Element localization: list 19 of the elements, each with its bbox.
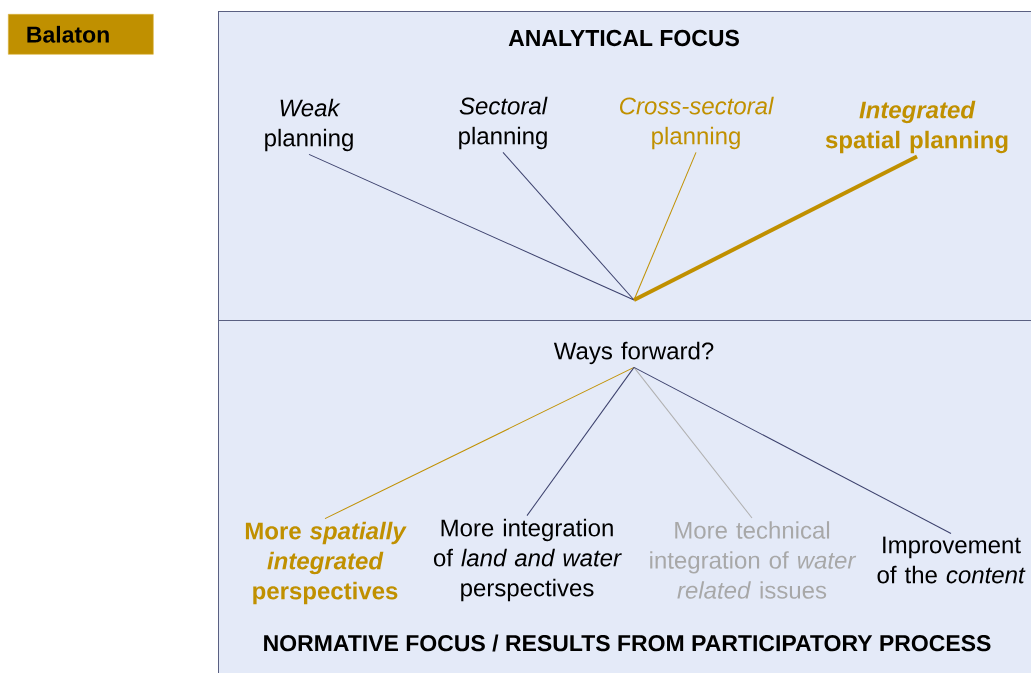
connector-line [633, 154, 918, 302]
option-label: More technical integration of water related issues [650, 521, 857, 599]
connector-line [633, 366, 952, 534]
option-label: Integrated spatial planning [825, 100, 1008, 154]
option-label: Ways forward? [553, 341, 714, 365]
connector-line [502, 151, 635, 301]
node-label: NORMATIVE FOCUS / RESULTS FROM PARTICIPATORY PROCESS [264, 634, 991, 652]
option-label: More integration of land and water perspectives [433, 518, 622, 602]
tag-box: Balaton [8, 14, 154, 55]
option-label: Weak planning [265, 98, 353, 152]
option-label: Improvement of the content [877, 536, 1026, 584]
option-label: More spatially integrated perspectives [245, 521, 407, 605]
connector-line [633, 366, 753, 519]
connector-line [526, 366, 635, 517]
node-label: ANALYTICAL FOCUS [508, 29, 739, 47]
option-label: Sectoral planning [459, 96, 548, 150]
option-label: Cross-sectoral planning [619, 96, 774, 150]
connector-line [308, 153, 635, 301]
connector-line [324, 366, 635, 520]
